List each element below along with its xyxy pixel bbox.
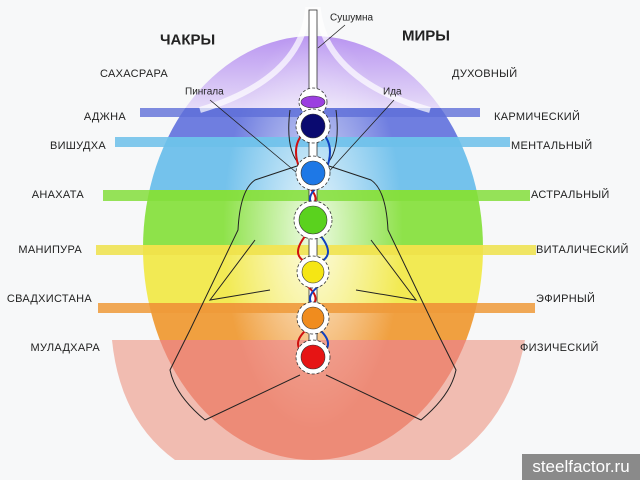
world-label: КАРМИЧЕСКИЙ <box>494 111 581 123</box>
pingala-label: Пингала <box>185 86 224 98</box>
world-label: ДУХОВНЫЙ <box>452 68 518 80</box>
chakra-label: МАНИПУРА <box>18 244 82 256</box>
chakra-disc <box>301 306 325 330</box>
sushumna-label: Сушумна <box>330 12 374 24</box>
world-label: АСТРАЛЬНЫЙ <box>531 189 610 201</box>
chakra-disc <box>300 95 326 109</box>
world-label: ВИТАЛИЧЕСКИЙ <box>536 244 629 256</box>
chakra-label: САХАСРАРА <box>100 68 168 80</box>
world-label: ФИЗИЧЕСКИЙ <box>520 342 599 354</box>
chakra-disc <box>301 260 325 284</box>
body-outline <box>169 109 457 421</box>
chakra-disc <box>300 344 326 370</box>
chakra-label: АДЖНА <box>83 111 126 123</box>
pingala-pointer <box>209 99 304 179</box>
chakra-label: СВАДХИСТАНА <box>6 293 92 305</box>
chakra-disc <box>300 113 326 139</box>
ida-label: Ида <box>383 86 402 98</box>
sushumna-pointer <box>317 24 346 49</box>
chakra-disc <box>298 205 328 235</box>
watermark: steelfactor.ru <box>522 454 640 480</box>
chakra-label: АНАХАТА <box>31 189 84 201</box>
worlds-heading: МИРЫ <box>402 27 450 45</box>
chakra-label: ВИШУДХА <box>49 140 106 152</box>
chakra-label: МУЛАДХАРА <box>30 342 100 354</box>
world-label: МЕНТАЛЬНЫЙ <box>511 140 593 152</box>
chakra-disc <box>300 160 326 186</box>
world-label: ЭФИРНЫЙ <box>536 293 596 305</box>
ida-pointer <box>322 99 395 179</box>
chakras-heading: ЧАКРЫ <box>160 31 216 49</box>
